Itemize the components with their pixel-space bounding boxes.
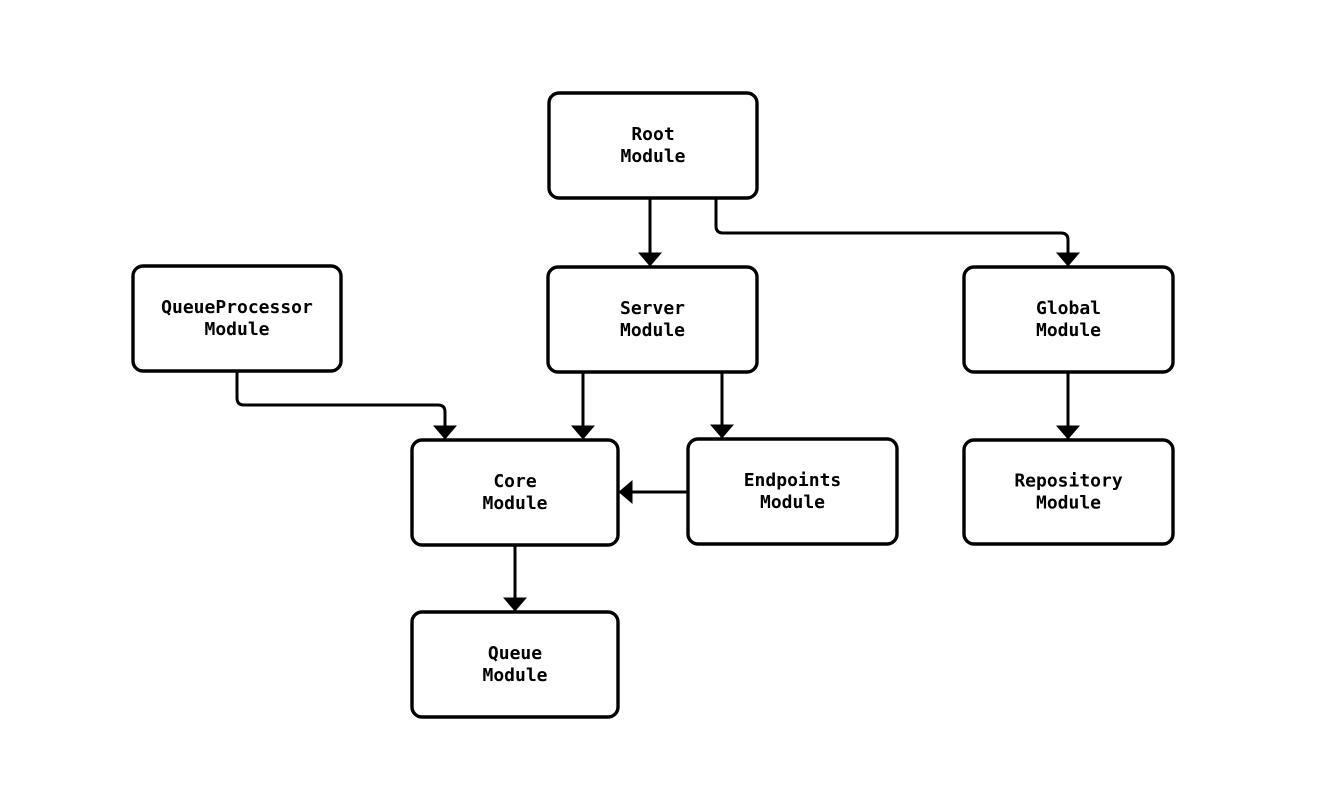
node-box-root	[547, 91, 759, 200]
edge-queueprocessor-to-core	[235, 371, 457, 440]
node-box-queue	[410, 610, 620, 719]
node-box-global	[962, 265, 1175, 374]
node-label-root-line2: Module	[620, 146, 685, 167]
node-label-endpoints-line1: Endpoints	[744, 470, 842, 491]
node-label-queue-line2: Module	[482, 665, 547, 686]
edges-layer	[235, 198, 1080, 612]
node-box-repository	[962, 438, 1175, 546]
node-label-root-line1: Root	[631, 124, 674, 145]
node-box-server	[546, 265, 759, 374]
node-label-core-line1: Core	[493, 471, 537, 492]
node-label-server-line1: Server	[620, 298, 685, 319]
nodes-layer: RootModuleQueueProcessorModuleServerModu…	[131, 91, 1175, 719]
node-box-queueprocessor	[131, 264, 343, 373]
node-box-core	[410, 438, 620, 547]
node-label-endpoints-line2: Module	[760, 492, 825, 513]
node-label-global-line1: Global	[1036, 298, 1101, 319]
node-label-repository-line2: Module	[1036, 493, 1101, 514]
node-label-queueprocessor-line2: Module	[204, 319, 269, 340]
node-label-queue-line1: Queue	[488, 643, 542, 664]
node-label-core-line2: Module	[482, 493, 547, 514]
node-label-server-line2: Module	[620, 320, 685, 341]
edge-root-to-global	[714, 198, 1080, 267]
node-label-queueprocessor-line1: QueueProcessor	[161, 297, 313, 318]
node-box-endpoints	[686, 437, 899, 546]
node-label-global-line2: Module	[1036, 320, 1101, 341]
node-label-repository-line1: Repository	[1014, 471, 1123, 492]
